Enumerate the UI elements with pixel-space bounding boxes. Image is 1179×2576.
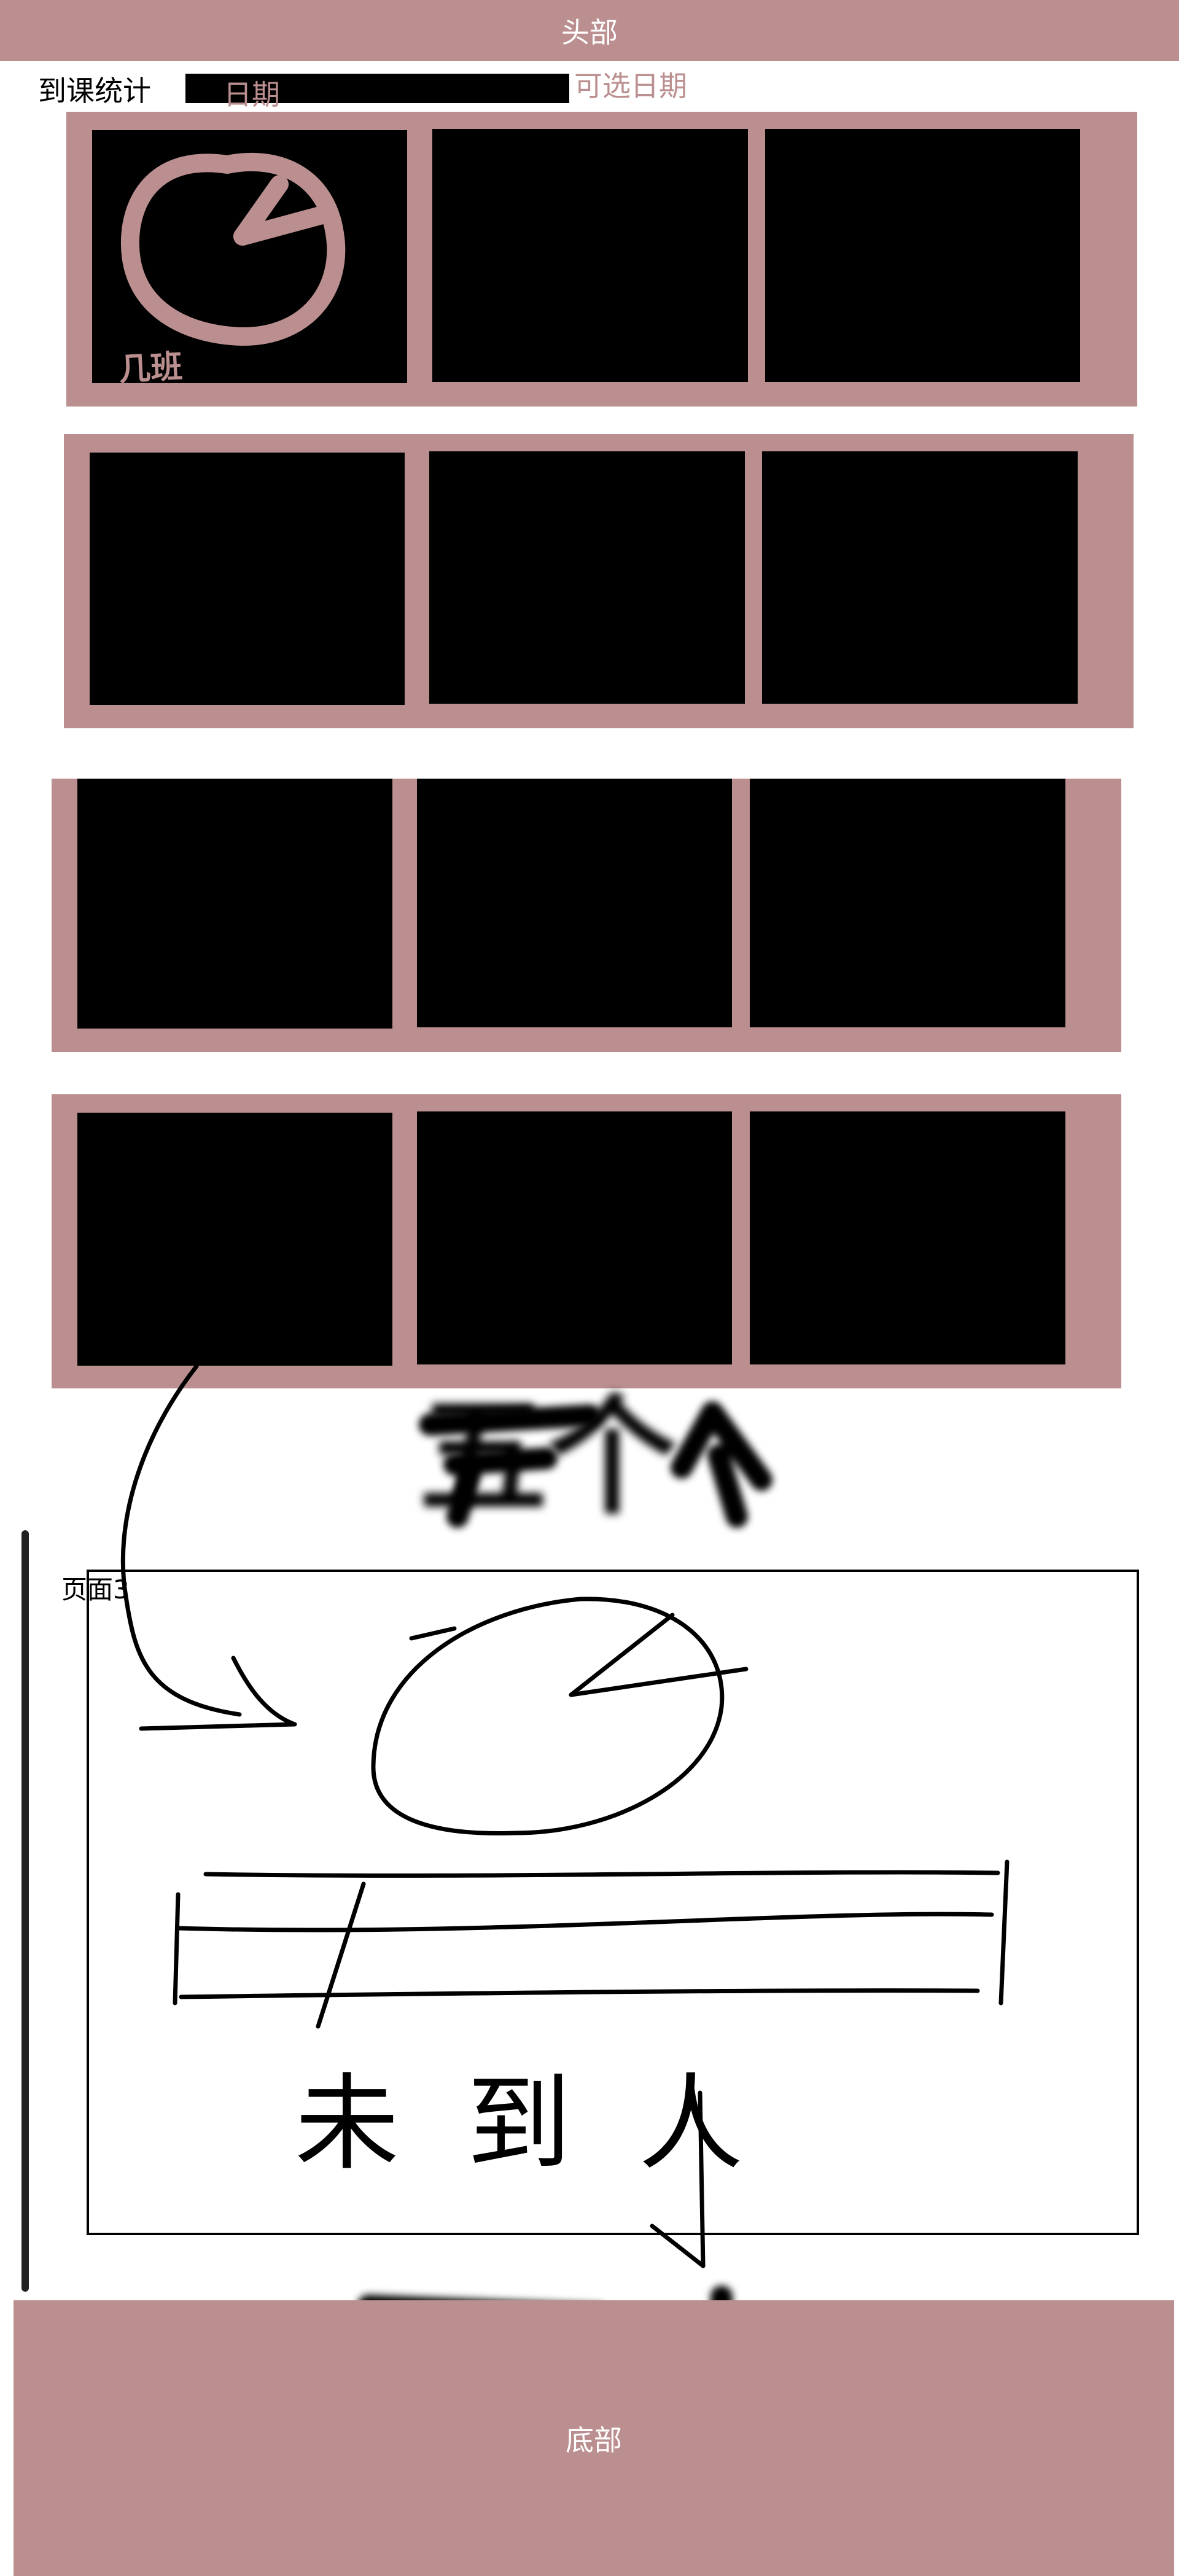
arrow-head-icon — [139, 1656, 297, 1731]
class-card[interactable] — [90, 453, 405, 705]
page-footer: 底部 — [14, 2300, 1174, 2576]
date-label: 日期 — [224, 78, 280, 111]
count-scribble — [357, 1401, 772, 2338]
header-title: 头部 — [561, 15, 618, 49]
class-card[interactable] — [77, 1113, 392, 1366]
class-card[interactable] — [417, 1111, 732, 1364]
class-row-4 — [52, 1094, 1121, 1388]
class-card[interactable] — [750, 1111, 1065, 1364]
class-card[interactable] — [429, 451, 745, 704]
footer-title: 底部 — [566, 2423, 622, 2457]
table-sketch — [173, 1859, 1010, 2029]
absent-people-label: 未到人 — [295, 2063, 811, 2185]
pie-chart-sketch — [371, 1597, 725, 1836]
class-card[interactable] — [77, 779, 392, 1029]
class-card[interactable] — [750, 779, 1065, 1027]
class-card[interactable] — [417, 779, 732, 1027]
navigate-arrow — [120, 1364, 242, 1717]
count-label: 五个 — [419, 1393, 677, 1531]
page3-label: 页面3 — [61, 1574, 130, 1605]
attendance-stats-title: 到课统计 — [38, 74, 151, 107]
date-optional-hint: 可选日期 — [574, 69, 687, 103]
class-card[interactable] — [762, 451, 1078, 704]
class-name-label: 几班 — [117, 348, 184, 389]
class-card[interactable] — [765, 129, 1080, 382]
class-row-2 — [64, 434, 1134, 728]
class-card[interactable] — [432, 129, 748, 382]
class-row-1 — [66, 112, 1137, 407]
class-row-3 — [52, 779, 1121, 1052]
date-picker[interactable]: 日期 — [185, 74, 569, 111]
page-header: 头部 — [0, 0, 1179, 61]
